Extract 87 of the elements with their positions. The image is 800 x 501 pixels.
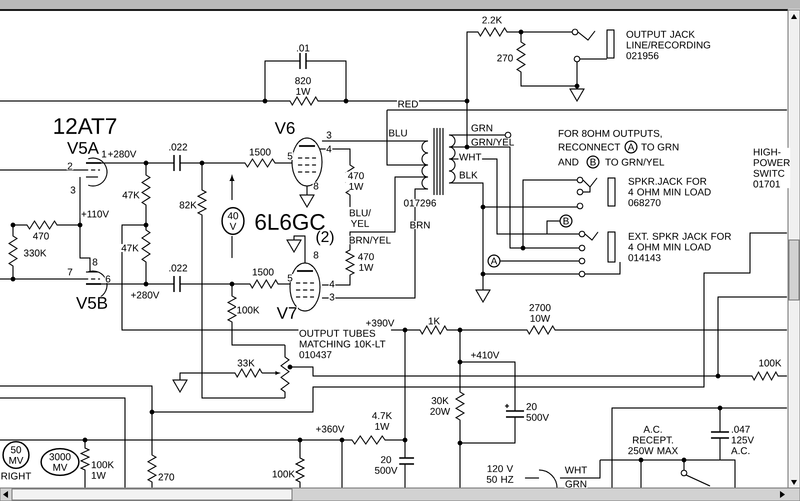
tube-label: (2) [315, 230, 336, 246]
circled-letter: B [560, 214, 572, 228]
component-value: 2700 10W [526, 304, 554, 322]
tube-label: V5B [76, 296, 108, 310]
note-text: TO GRN [640, 142, 680, 152]
note-text: OUTPUT JACK LINE/RECORDING 021956 [626, 30, 717, 60]
component-value: 47K [120, 244, 140, 252]
component-value: 330K [22, 248, 48, 258]
note-text: 120 V 50 HZ [484, 464, 516, 484]
voltage-label: +280V [130, 290, 160, 300]
pin-number: 3 [328, 292, 336, 302]
component-value: 470 [32, 232, 50, 240]
wire-color-label: WHT [564, 466, 588, 474]
component-value: .022 [168, 264, 188, 272]
wire-color-label: BRN/YEL [348, 236, 392, 244]
tube-label: V7 [276, 306, 298, 320]
wire-color-label: BLU [388, 129, 408, 137]
voltage-label: +410V [470, 350, 500, 360]
wire-color-label: BLK [458, 171, 478, 179]
wire-color-label: GRN [564, 480, 588, 488]
component-value: 820 1W [292, 76, 314, 96]
tube-label: V5A [66, 142, 100, 154]
pin-number: 8 [312, 182, 320, 190]
pin-number: 7 [66, 268, 74, 276]
wire-color-label: BRN [409, 221, 431, 229]
pin-number: 5 [286, 274, 294, 282]
component-value: 1500 [252, 268, 274, 276]
wire-color-label: BLU/ YEL [346, 208, 374, 228]
note-text: TO GRN/YEL [604, 158, 666, 166]
note-text: HIGH- POWER SWITC 01701 [752, 148, 790, 188]
tube-label: 6L6GC [254, 213, 326, 231]
measurement-oval: 3000 MV [40, 448, 80, 476]
component-value: 33K [236, 358, 256, 368]
pin-number: 4 [328, 280, 336, 288]
measurement-oval: 40 V [221, 206, 245, 235]
note-text: A.C. RECEPT. 250W MAX [624, 425, 682, 455]
component-value: 82K [178, 200, 198, 210]
component-value: 100K [236, 306, 260, 314]
pin-number: 8 [92, 258, 98, 266]
circled-letter: A [624, 140, 638, 154]
component-value: 100K [758, 358, 782, 368]
pin-number: 4 [326, 145, 332, 153]
component-value: 470 1W [356, 252, 376, 272]
voltage-label: +390V [365, 318, 395, 328]
pin-number: 3 [326, 130, 332, 140]
wire-color-label: GRN [470, 124, 494, 132]
component-value: 1K [427, 317, 441, 325]
component-value: 100K [271, 470, 296, 478]
pin-number: 3 [70, 186, 76, 194]
component-value: 100K 1W [90, 460, 116, 480]
pin-number: 5 [286, 152, 294, 160]
pin-number: 8 [312, 250, 320, 260]
tube-label: 12AT7 [52, 118, 118, 134]
part-number: 017296 [403, 198, 437, 208]
circled-letter: B [586, 156, 600, 168]
note-text: RECONNECT [558, 142, 621, 152]
pin-number: 6 [104, 274, 112, 284]
component-value: 1500 [248, 148, 272, 156]
voltage-label: +360V [315, 424, 345, 434]
voltage-label: +110V [80, 210, 110, 218]
component-value: .022 [168, 142, 188, 152]
note-text: FOR 8OHM OUTPUTS, [558, 129, 664, 139]
note-text: SPKR.JACK FOR 4 OHM MIN LOAD 068270 [628, 177, 718, 207]
note-text: OUTPUT TUBES MATCHING 10K-LT 010437 [298, 329, 391, 359]
component-value: 4.7K 1W [370, 412, 394, 430]
component-value: .01 [296, 44, 310, 52]
note-text: EXT. SPKR JACK FOR 4 OHM MIN LOAD 014143 [628, 232, 736, 262]
component-value: 20 500V [372, 456, 400, 474]
component-value: 30K 20W [428, 396, 452, 416]
component-value: 270 [496, 54, 514, 62]
pin-number: 2 [66, 162, 74, 170]
wire [546, 220, 560, 228]
wire-color-label: WHT [458, 153, 482, 161]
wire-color-label: RED [397, 100, 419, 108]
component-value: 47K [122, 191, 140, 199]
component-value: 470 1W [346, 172, 366, 190]
measurement-oval: 50 MV [2, 441, 30, 469]
tube-label: V6 [274, 121, 296, 135]
component-value: 20 500V [526, 402, 552, 422]
circled-letter: A [488, 254, 500, 268]
wire [500, 260, 566, 262]
component-value: .047 125V A.C. [730, 425, 760, 455]
voltage-label: +280V [107, 150, 137, 158]
pin-number: 1 [100, 150, 108, 158]
note-text: RIGHT [0, 472, 32, 480]
component-value: 270 [158, 472, 176, 482]
component-value: 2.2K [481, 16, 503, 24]
